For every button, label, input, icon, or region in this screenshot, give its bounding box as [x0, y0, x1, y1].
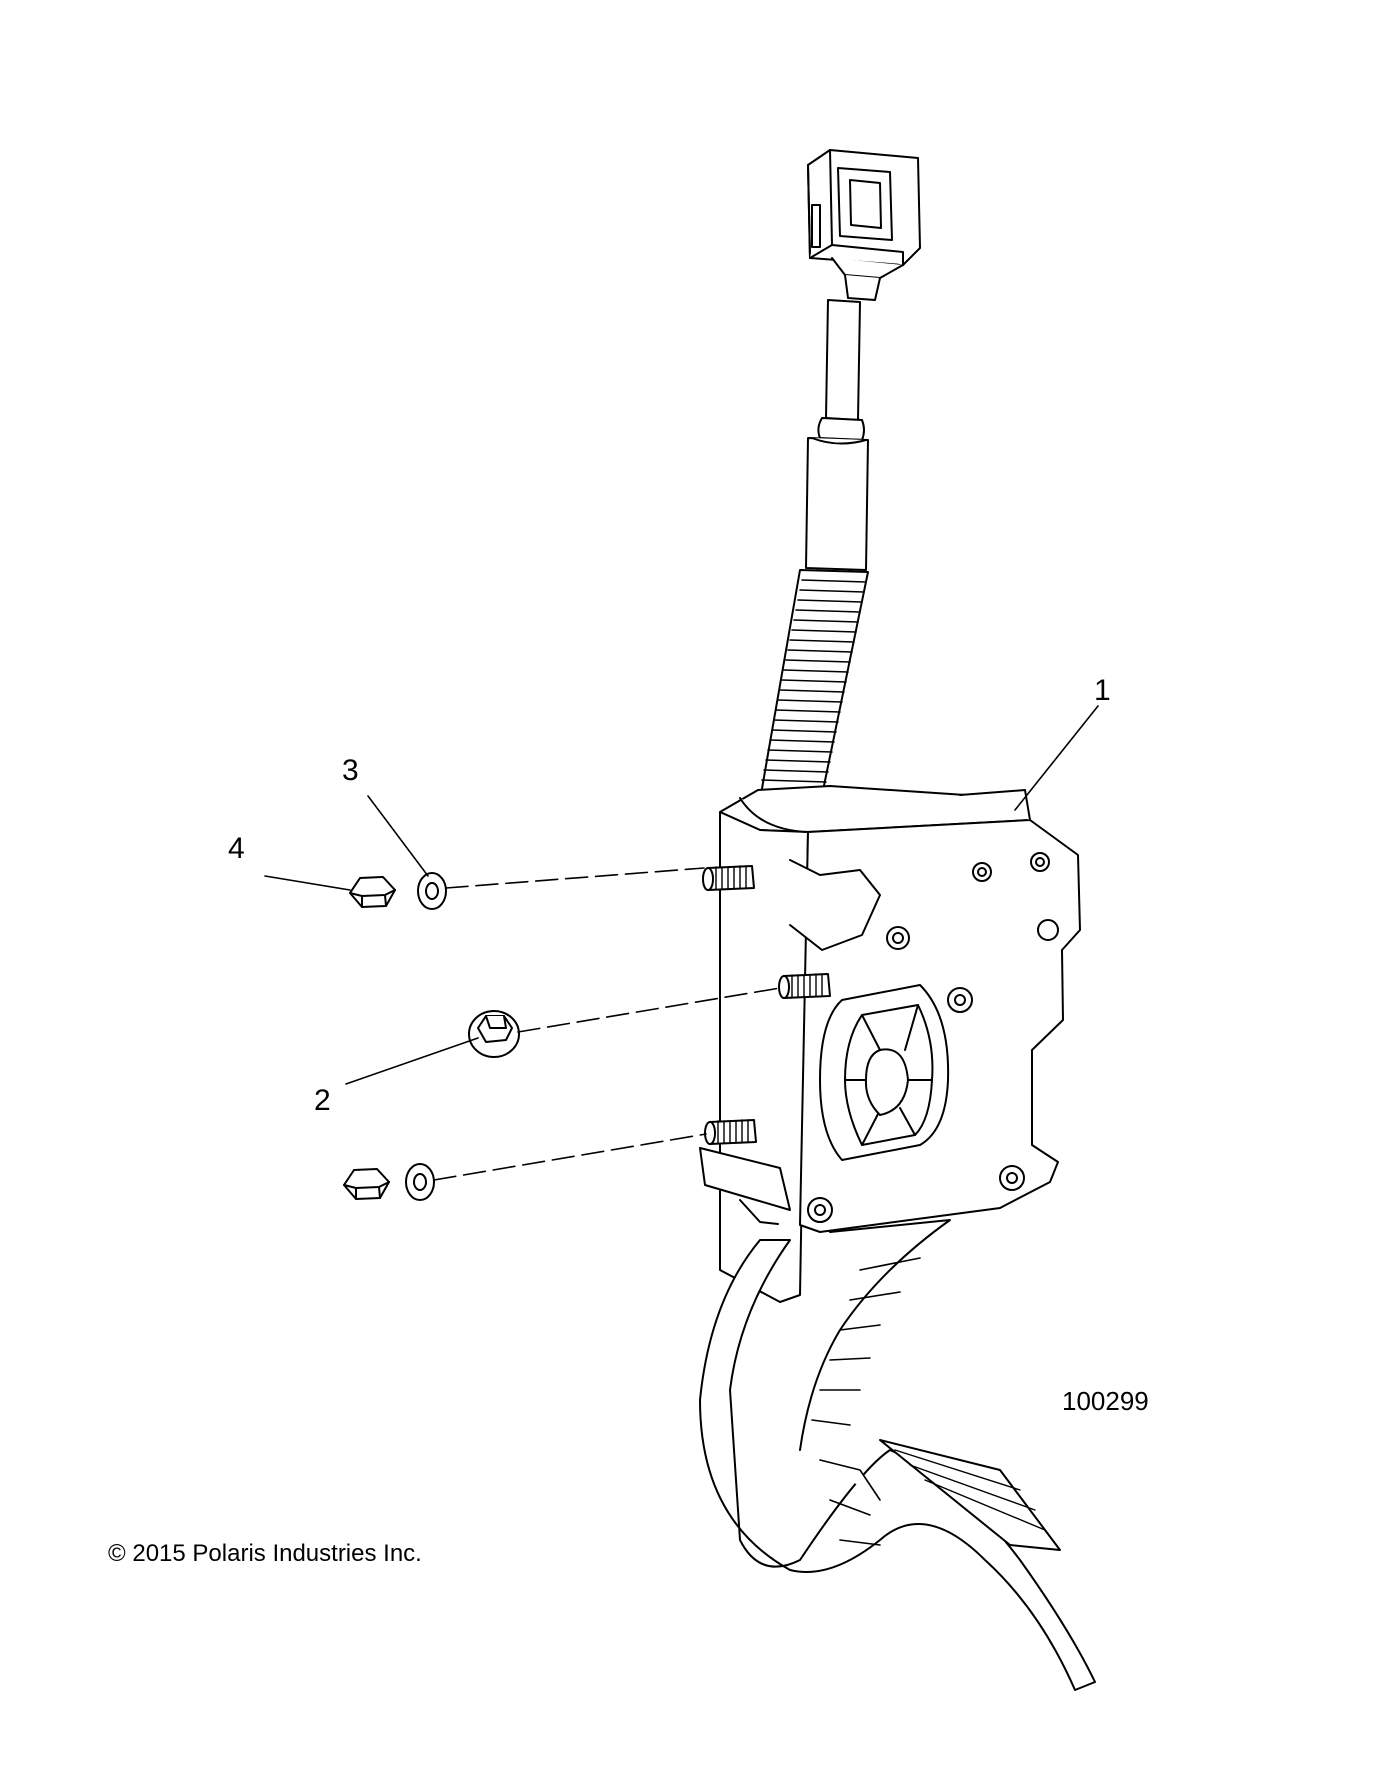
corrugated-conduit — [760, 570, 868, 805]
diagram-number: 100299 — [1062, 1386, 1149, 1416]
callout-4: 4 — [228, 832, 245, 865]
mounting-stud-lower — [705, 1120, 756, 1144]
mounting-stud-upper — [703, 866, 754, 890]
mounting-stud-middle — [779, 974, 830, 998]
assembly-center-lines — [434, 868, 780, 1180]
sensor-cable — [806, 300, 868, 570]
pedal-arm — [700, 1220, 1095, 1690]
hex-nut-lower — [344, 1169, 389, 1199]
copyright-notice: © 2015 Polaris Industries Inc. — [108, 1540, 422, 1567]
callout-1: 1 — [1094, 674, 1111, 707]
callout-leader-lines — [265, 706, 1098, 1084]
callout-3: 3 — [342, 754, 359, 787]
pedal-sensor-housing — [700, 786, 1080, 1302]
hex-nut-item-4 — [350, 877, 395, 907]
callout-2: 2 — [314, 1084, 331, 1117]
flat-washer-item-3 — [418, 873, 446, 909]
connector-housing — [808, 150, 920, 300]
flange-nut-item-2 — [469, 1011, 519, 1057]
flat-washer-lower — [406, 1164, 434, 1200]
